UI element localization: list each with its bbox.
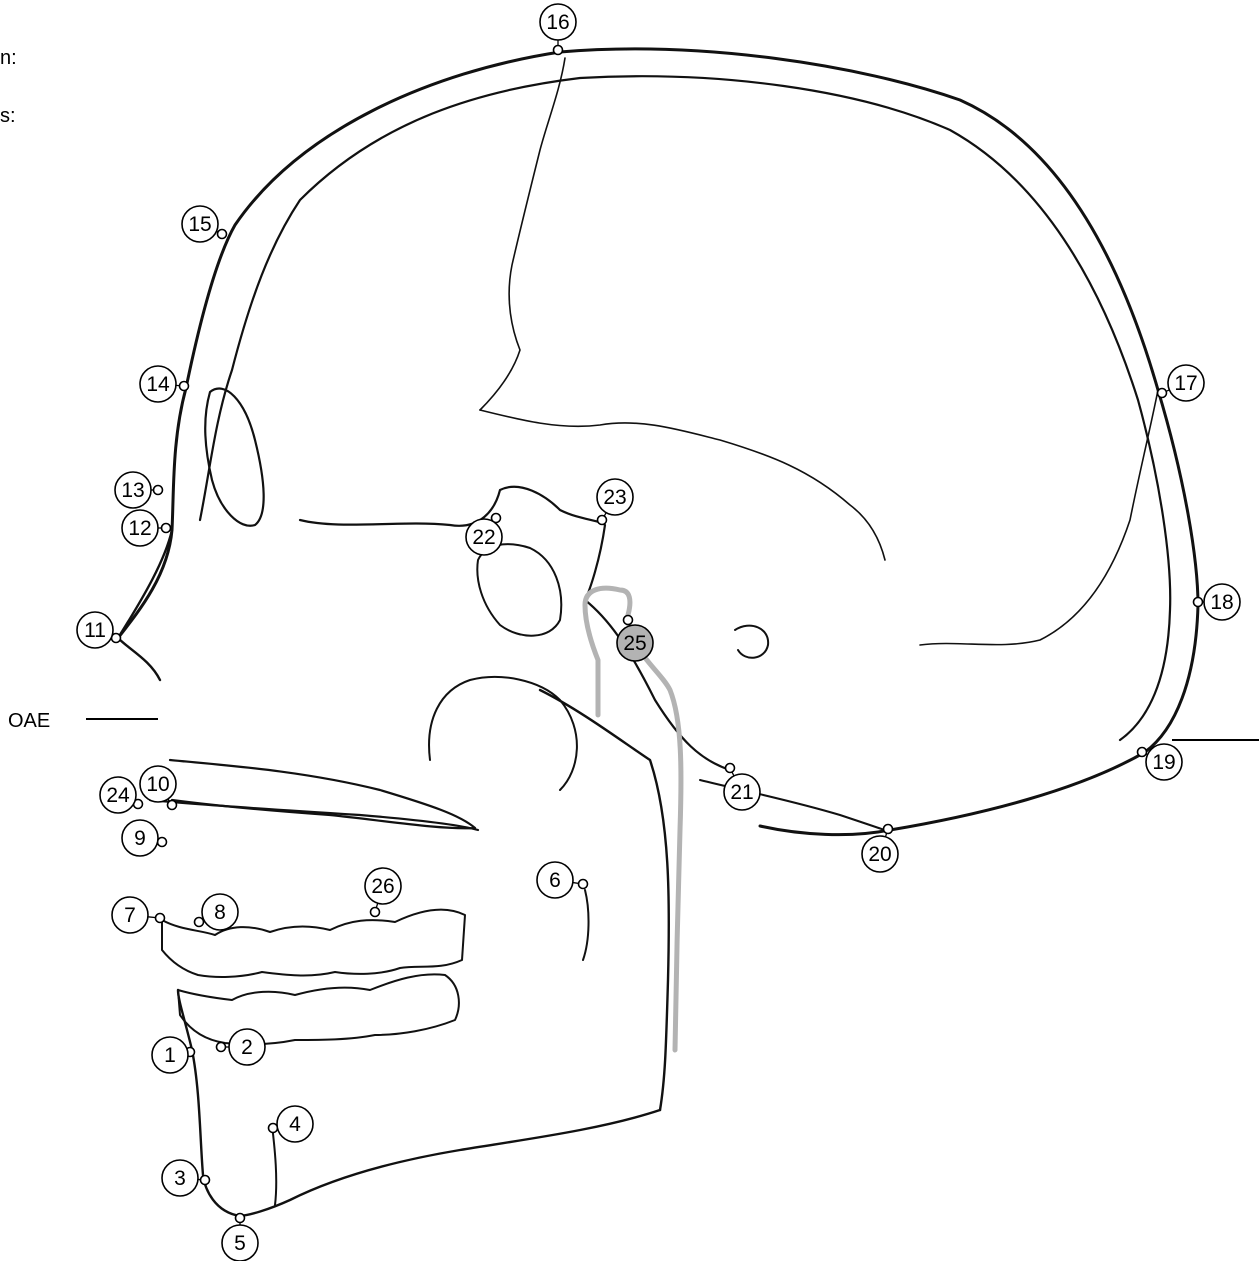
landmark-number: 17 — [1174, 372, 1197, 395]
landmark-21: 21 — [724, 764, 760, 811]
landmark-11: 11 — [77, 612, 121, 648]
landmark-number: 26 — [371, 875, 394, 898]
landmark-13: 13 — [115, 472, 163, 508]
landmark-point — [1138, 748, 1147, 757]
landmark-number: 1 — [164, 1044, 176, 1067]
landmark-17: 17 — [1158, 365, 1205, 401]
landmark-point — [180, 382, 189, 391]
landmark-number: 24 — [106, 784, 130, 807]
landmark-23: 23 — [597, 479, 633, 525]
squamosal-suture — [480, 410, 885, 560]
maxilla-upper — [170, 760, 475, 828]
landmark-number: 18 — [1210, 591, 1233, 614]
landmark-number: 14 — [146, 373, 170, 396]
cranial-base — [300, 487, 730, 770]
landmark-number: 11 — [84, 619, 106, 642]
landmark-number: 9 — [134, 827, 146, 850]
landmark-22: 22 — [466, 514, 502, 556]
landmark-10: 10 — [140, 766, 177, 810]
landmark-number: 13 — [121, 479, 144, 502]
landmark-point — [598, 516, 607, 525]
landmark-point — [201, 1176, 210, 1185]
landmark-number: 22 — [472, 526, 495, 549]
oae-label: OAE — [8, 710, 50, 732]
landmark-point — [217, 1043, 226, 1052]
landmark-number: 23 — [603, 486, 626, 509]
landmark-number: 25 — [623, 632, 646, 655]
landmark-point — [158, 838, 167, 847]
coronal-suture — [480, 58, 565, 410]
landmark-15: 15 — [182, 206, 227, 242]
landmark-point — [236, 1214, 245, 1223]
mandible-ramus — [540, 690, 669, 1110]
side-text-second: s: — [0, 105, 16, 127]
landmark-14: 14 — [140, 366, 189, 402]
landmark-25: 25 — [617, 616, 653, 662]
calvaria-inner — [200, 76, 1170, 740]
ear-canal — [735, 626, 768, 658]
coronoid — [583, 890, 589, 960]
calvaria-outer — [118, 49, 1198, 835]
landmark-point — [884, 825, 893, 834]
sella-turcica — [477, 544, 561, 635]
landmark-point — [579, 880, 588, 889]
landmark-1: 1 — [152, 1037, 195, 1073]
landmark-9: 9 — [122, 820, 167, 856]
maxillary-sinus — [429, 677, 577, 790]
landmark-number: 10 — [146, 773, 169, 796]
landmark-number: 20 — [868, 843, 891, 866]
landmark-point — [726, 764, 735, 773]
landmark-point — [554, 46, 563, 55]
landmark-number: 12 — [128, 517, 151, 540]
side-text-top: n: — [0, 47, 17, 69]
landmark-point — [168, 801, 177, 810]
landmark-26: 26 — [365, 868, 401, 917]
frontal-sinus — [205, 389, 263, 526]
landmark-point — [156, 914, 165, 923]
landmark-2: 2 — [217, 1029, 266, 1065]
landmark-24: 24 — [100, 777, 143, 813]
landmark-point — [269, 1124, 278, 1133]
lower-teeth — [178, 974, 459, 1044]
landmark-point — [218, 230, 227, 239]
landmark-number: 6 — [549, 869, 561, 892]
landmark-number: 4 — [289, 1113, 301, 1136]
landmark-number: 5 — [234, 1232, 246, 1255]
skull-drawing — [118, 49, 1198, 1216]
landmark-number: 15 — [188, 213, 211, 236]
landmark-point — [624, 616, 633, 625]
chin-inner — [272, 1125, 276, 1205]
landmark-12: 12 — [122, 510, 171, 546]
landmark-8: 8 — [195, 894, 239, 930]
landmark-number: 21 — [730, 781, 753, 804]
landmark-16: 16 — [540, 4, 576, 55]
landmark-point — [154, 486, 163, 495]
landmark-19: 19 — [1138, 744, 1183, 780]
landmark-point — [195, 918, 204, 927]
landmark-point — [1194, 598, 1203, 607]
landmark-6: 6 — [537, 862, 588, 898]
landmark-number: 3 — [174, 1167, 186, 1190]
landmark-point — [371, 908, 380, 917]
landmark-number: 16 — [546, 11, 569, 34]
landmark-5: 5 — [222, 1214, 258, 1261]
landmark-4: 4 — [269, 1106, 314, 1142]
landmark-point — [162, 524, 171, 533]
landmark-point — [1158, 389, 1167, 398]
lambdoid-suture — [920, 390, 1158, 645]
landmark-number: 8 — [214, 901, 226, 924]
landmark-number: 19 — [1152, 751, 1175, 774]
nasal-profile — [118, 530, 172, 680]
landmark-18: 18 — [1194, 584, 1241, 620]
landmark-7: 7 — [112, 897, 165, 933]
landmark-number: 2 — [241, 1036, 253, 1059]
landmark-number: 7 — [124, 904, 136, 927]
